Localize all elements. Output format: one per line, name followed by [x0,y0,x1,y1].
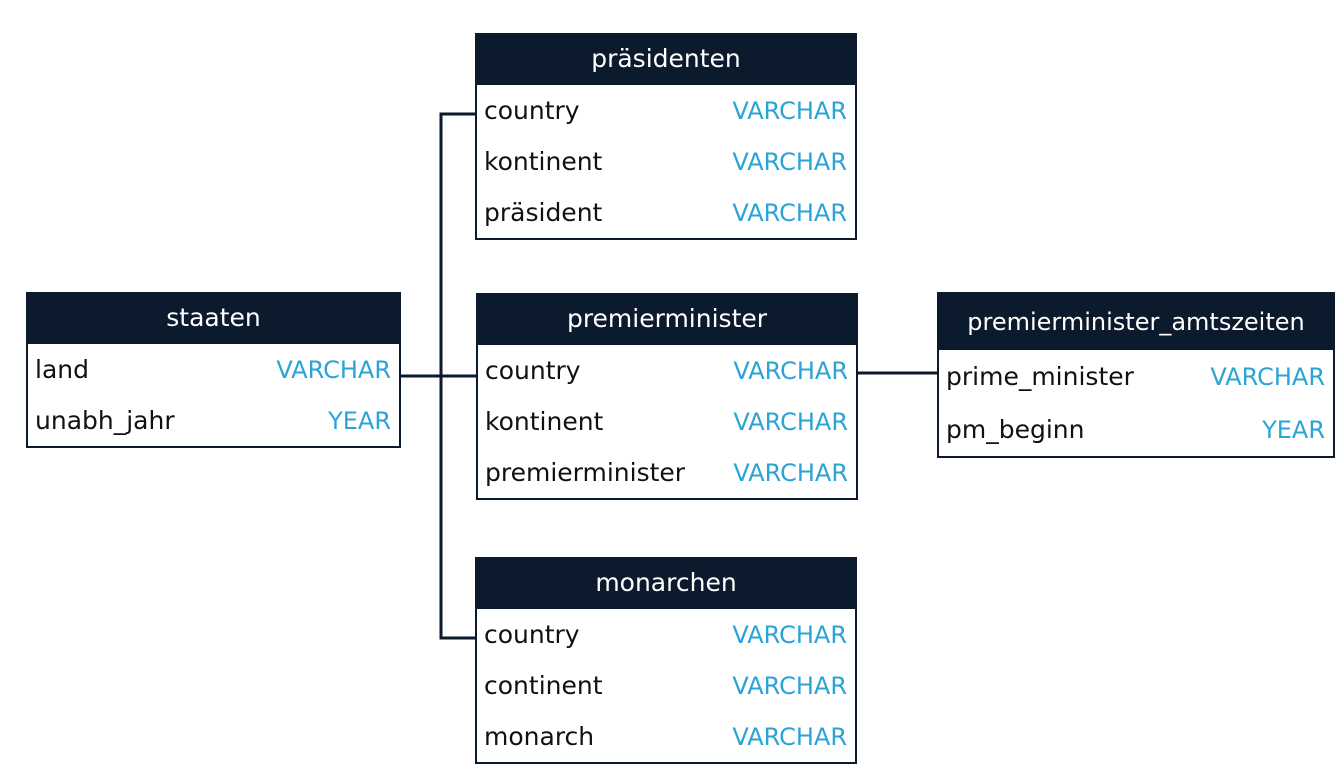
column-name: unabh_jahr [35,406,175,435]
column-name: pm_beginn [946,415,1085,444]
column-type: VARCHAR [733,407,848,436]
column-name: continent [484,671,603,700]
column-type: YEAR [328,406,391,435]
column-type: VARCHAR [732,96,847,125]
connector-staaten-praesidenten [400,112,477,378]
table-row: kontinent VARCHAR [478,396,856,447]
table-premierminister[interactable]: premierminister country VARCHAR kontinen… [476,293,858,500]
column-name: country [485,356,581,385]
table-row: präsident VARCHAR [477,187,855,238]
column-type: VARCHAR [733,356,848,385]
table-row: kontinent VARCHAR [477,136,855,187]
column-type: YEAR [1262,415,1325,444]
connector-staaten-monarchen [439,376,477,640]
table-header: staaten [28,294,399,344]
table-staaten[interactable]: staaten land VARCHAR unabh_jahr YEAR [26,292,401,448]
column-name: präsident [484,198,603,227]
table-header: monarchen [477,559,855,609]
column-name: country [484,96,580,125]
column-type: VARCHAR [732,620,847,649]
column-type: VARCHAR [733,458,848,487]
table-row: unabh_jahr YEAR [28,395,399,446]
column-type: VARCHAR [732,671,847,700]
table-monarchen[interactable]: monarchen country VARCHAR continent VARC… [475,557,857,764]
column-name: country [484,620,580,649]
table-row: continent VARCHAR [477,660,855,711]
table-row: land VARCHAR [28,344,399,395]
table-row: country VARCHAR [478,345,856,396]
column-type: VARCHAR [276,355,391,384]
column-name: kontinent [484,147,603,176]
column-type: VARCHAR [732,198,847,227]
table-premierminister-amtszeiten[interactable]: premierminister_amtszeiten prime_ministe… [937,292,1335,458]
table-row: prime_minister VARCHAR [939,350,1333,403]
column-name: premierminister [485,458,686,487]
column-name: prime_minister [946,362,1134,391]
table-header: premierminister [478,295,856,345]
column-name: land [35,355,89,384]
column-type: VARCHAR [732,722,847,751]
table-praesidenten[interactable]: präsidenten country VARCHAR kontinent VA… [475,33,857,240]
table-row: monarch VARCHAR [477,711,855,762]
table-header: premierminister_amtszeiten [939,294,1333,350]
table-row: country VARCHAR [477,609,855,660]
column-name: monarch [484,722,595,751]
table-row: country VARCHAR [477,85,855,136]
table-header: präsidenten [477,35,855,85]
table-row: premierminister VARCHAR [478,447,856,498]
column-type: VARCHAR [1210,362,1325,391]
table-row: pm_beginn YEAR [939,403,1333,456]
column-type: VARCHAR [732,147,847,176]
column-name: kontinent [485,407,604,436]
